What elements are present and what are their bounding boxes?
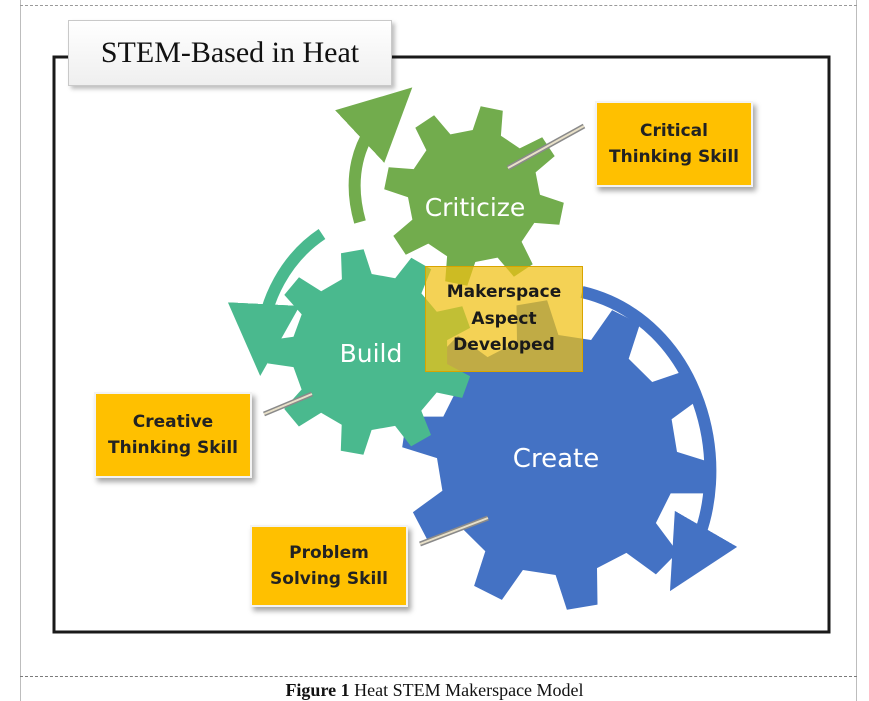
bottom-divider <box>20 676 857 677</box>
critical-thinking-line-1: Critical <box>639 120 708 141</box>
critical-thinking-line-2: Thinking Skill <box>609 147 739 167</box>
makerspace-line-3: Developed <box>453 335 555 356</box>
create-label: Create <box>513 444 599 474</box>
critical-thinking-box: Critical Thinking Skill <box>595 101 753 187</box>
problem-solving-box: Problem Solving Skill <box>250 525 408 607</box>
figure-caption-text: Heat STEM Makerspace Model <box>354 680 584 700</box>
criticize-gear-icon <box>384 106 564 286</box>
makerspace-line-1: Makerspace <box>446 282 562 303</box>
create-gear-icon <box>402 300 712 610</box>
creative-thinking-box: Creative Thinking Skill <box>94 392 252 478</box>
page-edge-left <box>20 0 21 701</box>
figure-number: Figure 1 <box>285 680 350 700</box>
build-label: Build <box>340 339 403 368</box>
arrow-build <box>227 229 326 376</box>
title-box: STEM-Based in Heat <box>68 20 392 86</box>
top-divider <box>20 5 857 6</box>
figure-caption: Figure 1 Heat STEM Makerspace Model <box>0 680 869 701</box>
connector-creative <box>263 391 313 417</box>
build-gear-icon <box>267 249 471 455</box>
makerspace-line-2: Aspect <box>471 308 537 329</box>
problem-solving-line-2: Solving Skill <box>270 569 388 589</box>
creative-thinking-line-1: Creative <box>132 411 214 432</box>
problem-solving-line-1: Problem <box>289 542 369 563</box>
creative-thinking-line-2: Thinking Skill <box>108 438 238 458</box>
arrow-create <box>580 286 738 592</box>
diagram-title: STEM-Based in Heat <box>100 36 360 69</box>
connector-problem <box>419 515 489 547</box>
criticize-label: Criticize <box>425 193 526 222</box>
connector-critical <box>506 123 586 171</box>
diagram-frame <box>52 55 831 634</box>
arrow-criticize <box>335 87 413 224</box>
makerspace-aspect-box: Makerspace Aspect Developed <box>425 266 583 372</box>
page-edge-right <box>856 0 857 701</box>
